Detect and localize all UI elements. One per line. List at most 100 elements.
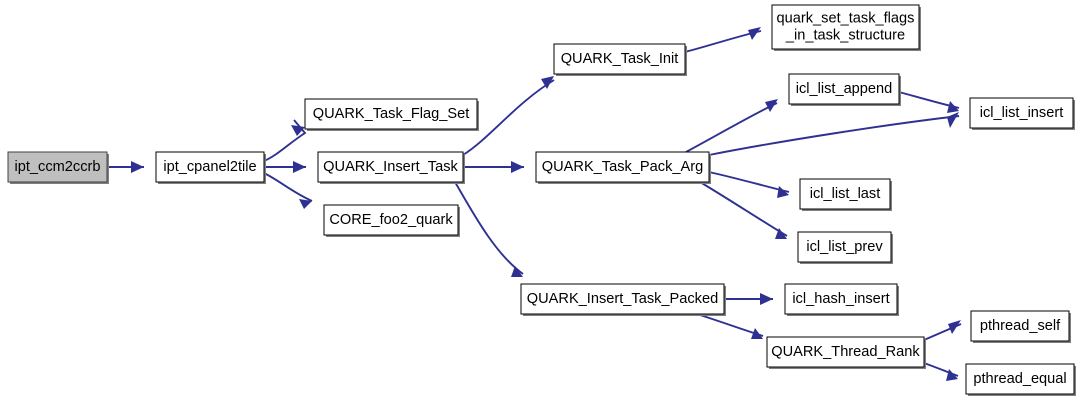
edge-QUARK_Insert_Task_Packed-to-icl_hash_insert bbox=[724, 293, 773, 305]
edge-QUARK_Task_Pack_Arg-to-icl_list_prev bbox=[699, 181, 788, 239]
node-box[interactable] bbox=[155, 151, 265, 183]
arrowhead-icon bbox=[291, 125, 305, 136]
node-label: CORE_foo2_quark bbox=[329, 212, 453, 228]
node-box[interactable] bbox=[553, 43, 686, 75]
edge-QUARK_Thread_Rank-to-pthread_self bbox=[923, 320, 962, 341]
node-label: pthread_self bbox=[980, 318, 1061, 334]
node-box[interactable] bbox=[970, 310, 1070, 342]
edge-line bbox=[696, 313, 764, 337]
node-label: icl_list_append bbox=[796, 81, 893, 97]
edge-line bbox=[923, 362, 959, 377]
arrowhead-icon bbox=[947, 112, 959, 128]
node-box[interactable] bbox=[799, 178, 891, 210]
node-label: QUARK_Insert_Task bbox=[323, 159, 458, 175]
arrowhead-icon bbox=[131, 161, 144, 173]
arrowhead-icon bbox=[299, 199, 312, 209]
arrowhead-icon bbox=[948, 320, 961, 334]
node-label: icl_list_prev bbox=[806, 239, 883, 255]
node-box[interactable] bbox=[520, 283, 725, 315]
node-QUARK_Insert_Task_Packed[interactable]: QUARK_Insert_Task_Packed bbox=[520, 283, 726, 316]
edge-icl_list_append-to-icl_list_insert bbox=[898, 91, 960, 113]
edge-line bbox=[708, 115, 960, 156]
edge-line bbox=[699, 181, 788, 237]
node-label: pthread_equal bbox=[973, 371, 1066, 387]
node-QUARK_Task_Pack_Arg[interactable]: QUARK_Task_Pack_Arg bbox=[535, 151, 711, 184]
node-label: ipt_cpanel2tile bbox=[163, 159, 256, 175]
node-label: quark_set_task_flags bbox=[777, 10, 915, 26]
node-box[interactable] bbox=[797, 231, 892, 263]
node-icl_list_last[interactable]: icl_list_last bbox=[799, 178, 892, 211]
arrowhead-icon bbox=[760, 293, 773, 305]
arrowhead-icon bbox=[511, 266, 523, 277]
edge-ipt_cpanel2tile-to-QUARK_Task_Flag_Set bbox=[263, 119, 307, 162]
edge-line bbox=[462, 79, 555, 156]
arrowhead-icon bbox=[751, 328, 763, 339]
node-QUARK_Thread_Rank[interactable]: QUARK_Thread_Rank bbox=[766, 336, 926, 369]
node-box[interactable] bbox=[784, 283, 898, 315]
node-icl_list_insert[interactable]: icl_list_insert bbox=[969, 97, 1075, 130]
nodes-layer: ipt_ccm2ccrb ipt_cpanel2tile QUARK_Task_Fl… bbox=[7, 4, 1076, 396]
edge-ipt_cpanel2tile-to-CORE_foo2_quark bbox=[263, 172, 313, 209]
arrowhead-icon bbox=[511, 161, 524, 173]
arrowhead-icon bbox=[293, 161, 306, 173]
arrowhead-icon bbox=[765, 99, 778, 112]
edge-line bbox=[263, 119, 307, 162]
edge-QUARK_Task_Pack_Arg-to-icl_list_last bbox=[708, 171, 790, 198]
node-quark_set_task_flags_in_task_structure[interactable]: quark_set_task_flags_in_task_structure bbox=[771, 4, 921, 51]
edge-QUARK_Task_Init-to-quark_set_task_flags_in_task_structure bbox=[684, 27, 762, 53]
node-label: ipt_ccm2ccrb bbox=[15, 159, 101, 175]
node-ipt_cpanel2tile[interactable]: ipt_cpanel2tile bbox=[155, 151, 266, 184]
edge-line bbox=[684, 30, 762, 53]
node-box[interactable] bbox=[771, 4, 920, 50]
edge-line bbox=[708, 171, 790, 193]
node-icl_list_append[interactable]: icl_list_append bbox=[788, 73, 901, 106]
node-box[interactable] bbox=[317, 151, 464, 183]
edge-line bbox=[454, 181, 524, 275]
node-icl_list_prev[interactable]: icl_list_prev bbox=[797, 231, 893, 264]
edge-ipt_cpanel2tile-to-QUARK_Insert_Task bbox=[264, 161, 306, 173]
node-box[interactable] bbox=[304, 98, 478, 130]
arrowhead-icon bbox=[748, 27, 761, 40]
edge-QUARK_Task_Pack_Arg-to-icl_list_append bbox=[685, 99, 778, 153]
arrowhead-icon bbox=[775, 228, 787, 239]
edge-ipt_ccm2ccrb-to-ipt_cpanel2tile bbox=[107, 161, 144, 173]
node-pthread_self[interactable]: pthread_self bbox=[970, 310, 1071, 343]
node-label: QUARK_Insert_Task_Packed bbox=[527, 291, 718, 307]
edge-QUARK_Insert_Task-to-QUARK_Insert_Task_Packed bbox=[454, 181, 524, 277]
node-label: QUARK_Task_Flag_Set bbox=[313, 106, 470, 122]
node-pthread_equal[interactable]: pthread_equal bbox=[965, 363, 1076, 396]
node-label: QUARK_Task_Pack_Arg bbox=[542, 159, 703, 175]
edge-QUARK_Thread_Rank-to-pthread_equal bbox=[923, 362, 959, 381]
node-ipt_ccm2ccrb[interactable]: ipt_ccm2ccrb bbox=[7, 151, 109, 184]
node-QUARK_Insert_Task[interactable]: QUARK_Insert_Task bbox=[317, 151, 465, 184]
node-CORE_foo2_quark[interactable]: CORE_foo2_quark bbox=[323, 204, 460, 237]
node-box[interactable] bbox=[323, 204, 459, 236]
node-label: icl_list_insert bbox=[980, 105, 1064, 121]
node-box[interactable] bbox=[766, 336, 925, 368]
node-label: icl_hash_insert bbox=[792, 291, 889, 307]
node-box[interactable] bbox=[535, 151, 710, 183]
arrowhead-icon bbox=[777, 186, 789, 198]
edge-QUARK_Task_Pack_Arg-to-icl_list_insert bbox=[708, 112, 960, 156]
node-QUARK_Task_Flag_Set[interactable]: QUARK_Task_Flag_Set bbox=[304, 98, 479, 131]
node-box[interactable] bbox=[969, 97, 1074, 129]
node-icl_hash_insert[interactable]: icl_hash_insert bbox=[784, 283, 899, 316]
node-label: QUARK_Task_Init bbox=[561, 51, 679, 67]
node-box[interactable] bbox=[788, 73, 900, 105]
edges-layer bbox=[107, 27, 962, 381]
arrowhead-icon bbox=[946, 369, 958, 381]
node-box[interactable] bbox=[7, 151, 108, 183]
edge-QUARK_Insert_Task-to-QUARK_Task_Init bbox=[462, 76, 555, 156]
arrowhead-icon bbox=[541, 76, 554, 89]
edge-line bbox=[923, 323, 962, 341]
node-QUARK_Task_Init[interactable]: QUARK_Task_Init bbox=[553, 43, 687, 76]
node-label: QUARK_Thread_Rank bbox=[771, 344, 920, 360]
node-label: icl_list_last bbox=[810, 186, 881, 202]
arrowhead-icon bbox=[947, 101, 959, 113]
node-label: _in_task_structure bbox=[785, 27, 905, 43]
edge-line bbox=[263, 172, 313, 202]
node-box[interactable] bbox=[965, 363, 1075, 395]
edge-QUARK_Insert_Task-to-QUARK_Task_Pack_Arg bbox=[463, 161, 524, 173]
